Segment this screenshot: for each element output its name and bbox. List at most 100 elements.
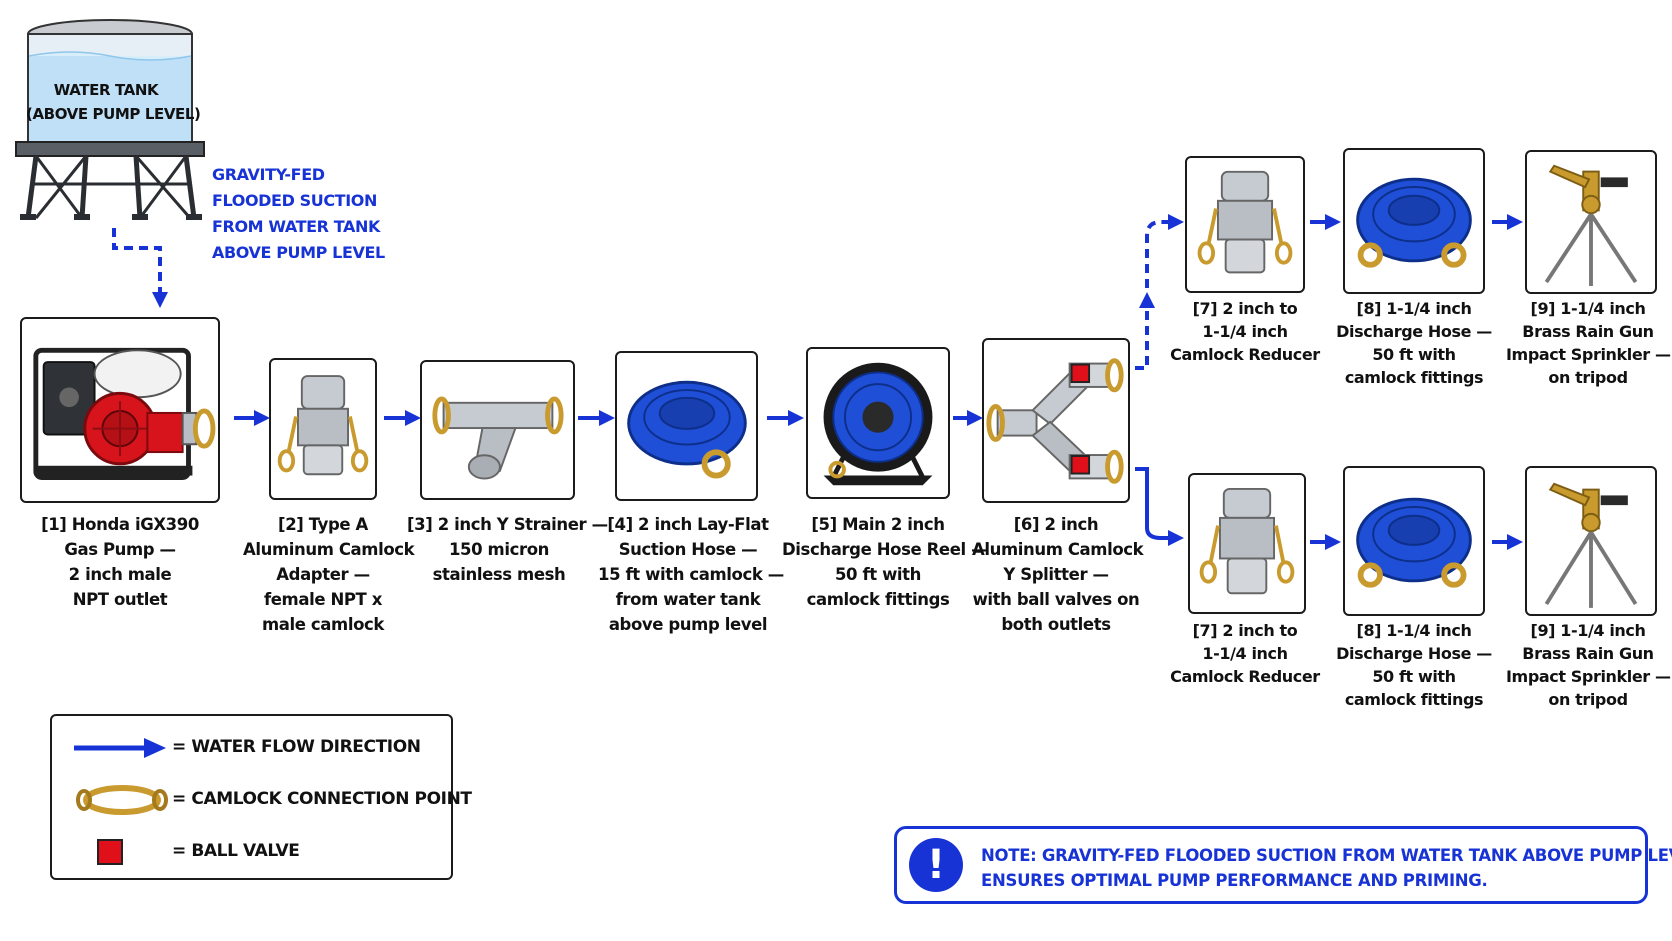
gravity-arrow (112, 228, 168, 308)
discharge-hose-icon (1356, 177, 1472, 268)
component-card-sprinkler-top (1525, 150, 1657, 294)
label-line: from water tank (615, 590, 761, 609)
component-card-hose-reel (806, 347, 950, 499)
lay-flat-hose-icon (627, 380, 747, 479)
discharge-hose-icon (1356, 497, 1472, 588)
component-label-6: [6] 2 inch Aluminum Camlock Y Splitter —… (972, 512, 1144, 637)
label-line: camlock fittings (806, 590, 950, 609)
label-line: on tripod (1548, 368, 1628, 387)
label-line: Discharge Hose — (1336, 644, 1492, 663)
label-line: on tripod (1548, 690, 1628, 709)
label-line: male camlock (262, 615, 384, 634)
ball-valve-icon (1070, 455, 1091, 475)
label-line: stainless mesh (432, 565, 566, 584)
label-line: [9] 1-1/4 inch (1530, 299, 1646, 318)
camlock-reducer-icon (1197, 170, 1293, 274)
component-label-3: [3] 2 inch Y Strainer — 150 micron stain… (407, 512, 608, 587)
label-line: 50 ft with (834, 565, 922, 584)
camlock-reducer-icon (1199, 487, 1295, 595)
water-tank-icon (15, 19, 205, 220)
component-label-4: [4] 2 inch Lay-Flat Suction Hose — 15 ft… (598, 512, 784, 637)
note-line: NOTE: GRAVITY-FED FLOODED SUCTION FROM W… (981, 846, 1672, 865)
legend-text: = BALL VALVE (172, 841, 300, 861)
exclamation-icon: ! (909, 838, 963, 892)
label-line: Impact Sprinkler — (1506, 667, 1671, 686)
label-line: Aluminum Camlock (972, 540, 1144, 559)
label-line: Aluminum Camlock (243, 540, 415, 559)
label-line: 50 ft with (1372, 345, 1456, 364)
label-line: 1-1/4 inch (1202, 322, 1288, 341)
label-line: 1-1/4 inch (1202, 644, 1288, 663)
component-label-bottom-7: [7] 2 inch to 1-1/4 inch Camlock Reducer (1165, 619, 1325, 688)
ball-valve-icon (1070, 363, 1091, 384)
label-line: [6] 2 inch (1013, 515, 1099, 534)
label-line: Brass Rain Gun (1522, 644, 1654, 663)
label-line: Discharge Hose Reel — (782, 540, 988, 559)
component-card-reducer-top (1185, 156, 1305, 293)
label-line: [4] 2 inch Lay-Flat (607, 515, 769, 534)
y-strainer-icon (432, 396, 564, 480)
component-label-top-8: [8] 1-1/4 inch Discharge Hose — 50 ft wi… (1330, 297, 1498, 389)
blue-arrow-icon (74, 738, 166, 758)
performance-note: ! NOTE: GRAVITY-FED FLOODED SUCTION FROM… (894, 826, 1672, 904)
label-line: both outlets (1001, 615, 1111, 634)
label-line: female NPT x (263, 590, 383, 609)
tank-label: WATER TANK (ABOVE PUMP LEVEL) (26, 78, 201, 126)
component-label-bottom-8: [8] 1-1/4 inch Discharge Hose — 50 ft wi… (1330, 619, 1498, 711)
gravity-note-line: GRAVITY-FED (212, 165, 325, 184)
tank-label-line: (ABOVE PUMP LEVEL) (26, 105, 201, 123)
label-line: Suction Hose — (618, 540, 758, 559)
label-line: camlock fittings (1344, 368, 1484, 387)
label-line: [8] 1-1/4 inch (1356, 621, 1472, 640)
sprinkler-icon (1544, 482, 1638, 608)
legend-row-flow: = WATER FLOW DIRECTION (52, 728, 451, 768)
camlock-ring-icon (76, 785, 168, 815)
legend-text: = WATER FLOW DIRECTION (172, 737, 421, 757)
label-line: Impact Sprinkler — (1506, 345, 1671, 364)
component-label-2: [2] Type A Aluminum Camlock Adapter — fe… (243, 512, 415, 637)
component-label-top-7: [7] 2 inch to 1-1/4 inch Camlock Reducer (1165, 297, 1325, 366)
component-card-discharge-hose-top (1343, 148, 1485, 294)
note-text: NOTE: GRAVITY-FED FLOODED SUCTION FROM W… (981, 843, 1672, 893)
component-label-top-9: [9] 1-1/4 inch Brass Rain Gun Impact Spr… (1506, 297, 1671, 389)
label-line: 150 micron (448, 540, 550, 559)
label-line: [2] Type A (278, 515, 368, 534)
label-line: 2 inch male (68, 565, 172, 584)
label-line: [8] 1-1/4 inch (1356, 299, 1472, 318)
component-card-pump (20, 317, 220, 503)
label-line: Y Splitter — (1003, 565, 1109, 584)
label-line: 50 ft with (1372, 667, 1456, 686)
label-line: NPT outlet (72, 590, 168, 609)
label-line: Discharge Hose — (1336, 322, 1492, 341)
branch-arrow-bottom (1135, 467, 1184, 546)
component-label-1: [1] Honda iGX390 Gas Pump — 2 inch male … (20, 512, 220, 612)
label-line: Camlock Reducer (1170, 345, 1320, 364)
label-line: 15 ft with camlock — (598, 565, 784, 584)
gravity-note-line: ABOVE PUMP LEVEL (212, 243, 385, 262)
branch-arrow-top (1135, 292, 1155, 370)
hose-reel-icon (823, 362, 933, 486)
tank-label-line: WATER TANK (53, 81, 159, 99)
component-card-reducer-bottom (1188, 473, 1306, 614)
gravity-note-line: FLOODED SUCTION (212, 191, 377, 210)
component-card-lay-flat-hose (615, 351, 758, 501)
label-line: with ball valves on (972, 590, 1140, 609)
legend-row-camlock: = CAMLOCK CONNECTION POINT (52, 780, 472, 820)
camlock-adapter-icon (277, 375, 369, 476)
legend-text: = CAMLOCK CONNECTION POINT (172, 789, 472, 809)
gravity-note-line: FROM WATER TANK (212, 217, 380, 236)
sprinkler-icon (1544, 164, 1638, 286)
gravity-note: GRAVITY-FED FLOODED SUCTION FROM WATER T… (212, 162, 385, 266)
component-card-y-strainer (420, 360, 575, 500)
label-line: [3] 2 inch Y Strainer — (407, 515, 608, 534)
label-line: Brass Rain Gun (1522, 322, 1654, 341)
label-line: camlock fittings (1344, 690, 1484, 709)
component-card-y-splitter (982, 338, 1130, 503)
label-line: [1] Honda iGX390 (41, 515, 199, 534)
component-label-bottom-9: [9] 1-1/4 inch Brass Rain Gun Impact Spr… (1506, 619, 1671, 711)
label-line: [5] Main 2 inch (811, 515, 945, 534)
component-card-camlock-adapter (269, 358, 377, 500)
label-line: Camlock Reducer (1170, 667, 1320, 686)
